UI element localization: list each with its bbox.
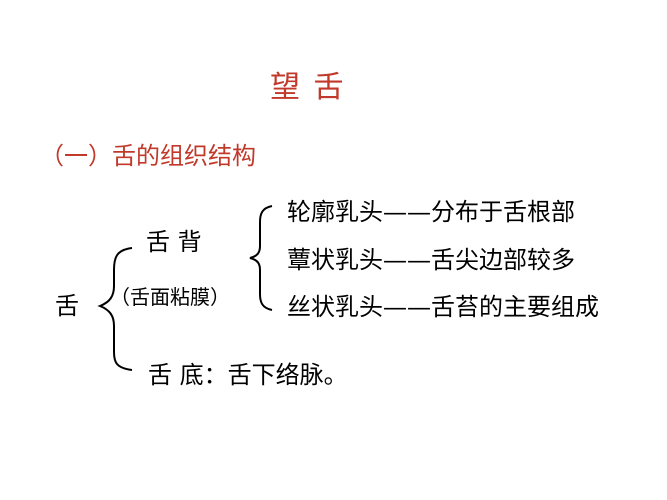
papilla-desc: 舌苔的主要组成 xyxy=(431,293,599,321)
tree-root-tongue: 舌 xyxy=(55,292,79,320)
papilla-name: 蕈状乳头 xyxy=(287,246,383,274)
papilla-name: 轮廓乳头 xyxy=(287,198,383,226)
tongue-bottom-line: 舌 底：舌下络脉。 xyxy=(148,361,348,389)
papilla-row: 轮廓乳头——分布于舌根部 xyxy=(287,200,575,224)
papilla-row: 丝状乳头——舌苔的主要组成 xyxy=(287,295,599,319)
tongue-back-sublabel: （舌面粘膜） xyxy=(110,285,230,309)
long-dash: —— xyxy=(383,246,431,274)
tongue-back-label: 舌 背 xyxy=(146,228,202,256)
long-dash: —— xyxy=(383,198,431,226)
page-title: 望 舌 xyxy=(270,70,346,105)
papilla-row: 蕈状乳头——舌尖边部较多 xyxy=(287,248,575,272)
papilla-desc: 舌尖边部较多 xyxy=(431,246,575,274)
papilla-desc: 分布于舌根部 xyxy=(431,198,575,226)
papilla-name: 丝状乳头 xyxy=(287,293,383,321)
section-heading: （一）舌的组织结构 xyxy=(40,142,256,170)
long-dash: —— xyxy=(383,293,431,321)
